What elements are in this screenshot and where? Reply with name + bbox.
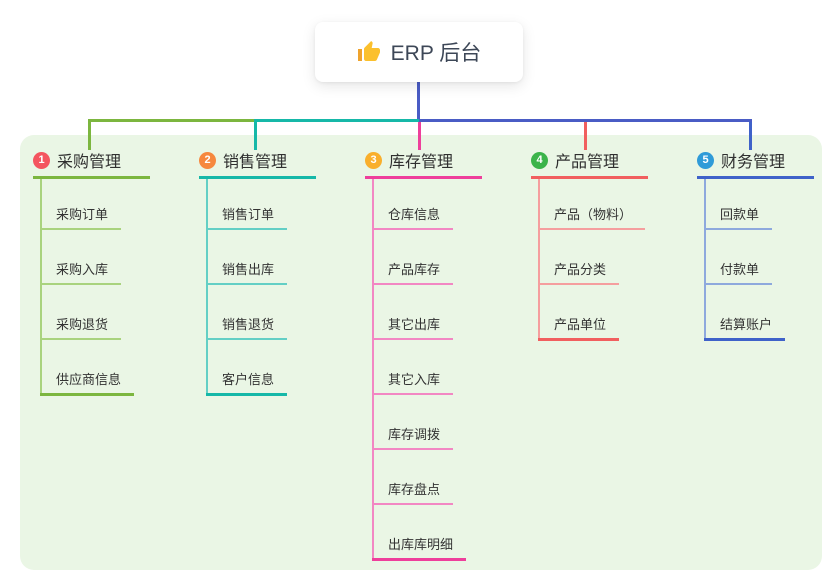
- child-node-label: 产品单位: [554, 317, 607, 332]
- branch-child-spine: [372, 178, 374, 561]
- child-node[interactable]: 采购入库: [40, 262, 122, 285]
- branch-title: 库存管理: [389, 154, 454, 171]
- child-node-label: 采购订单: [56, 207, 109, 222]
- child-node-label: 供应商信息: [56, 372, 122, 387]
- child-node-label: 付款单: [720, 262, 760, 277]
- child-node[interactable]: 产品（物料）: [538, 207, 646, 230]
- child-node[interactable]: 销售退货: [206, 317, 288, 340]
- branch-node-2[interactable]: 2 销售管理: [199, 149, 316, 179]
- child-node-label: 销售订单: [222, 207, 275, 222]
- branch-child-spine: [40, 178, 42, 396]
- child-node-label: 产品（物料）: [554, 207, 633, 222]
- bus-segment-teal: [254, 119, 419, 122]
- thumbs-up-icon: [357, 40, 381, 64]
- branch-badge: 5: [697, 151, 714, 169]
- branch-node-5[interactable]: 5 财务管理: [697, 149, 814, 179]
- child-node[interactable]: 销售出库: [206, 262, 288, 285]
- child-node[interactable]: 客户信息: [206, 372, 288, 396]
- branch-child-spine: [704, 178, 706, 341]
- branch-badge: 3: [365, 151, 382, 169]
- child-node-label: 仓库信息: [388, 207, 441, 222]
- branch-child-spine: [206, 178, 208, 396]
- child-node[interactable]: 仓库信息: [372, 207, 454, 230]
- child-node[interactable]: 其它出库: [372, 317, 454, 340]
- branch-title: 产品管理: [555, 154, 620, 171]
- child-node-label: 出库库明细: [388, 537, 454, 552]
- branch-drop-line-4: [583, 119, 587, 150]
- child-node-label: 产品库存: [388, 262, 441, 277]
- branches-background-panel: [20, 135, 822, 570]
- branch-drop-line-1: [88, 119, 91, 150]
- child-node[interactable]: 付款单: [704, 262, 773, 285]
- branch-drop-line-3: [417, 119, 421, 150]
- branch-drop-line-2: [254, 119, 257, 150]
- child-node[interactable]: 结算账户: [704, 317, 786, 341]
- child-node[interactable]: 采购退货: [40, 317, 122, 340]
- child-node-label: 其它入库: [388, 372, 441, 387]
- root-node-erp[interactable]: ERP 后台: [315, 22, 523, 82]
- child-node[interactable]: 产品单位: [538, 317, 620, 341]
- child-node[interactable]: 出库库明细: [372, 537, 467, 561]
- branch-child-spine: [538, 178, 540, 341]
- bus-segment-green: [88, 119, 254, 122]
- child-node-label: 产品分类: [554, 262, 607, 277]
- child-node-label: 采购退货: [56, 317, 109, 332]
- branch-node-4[interactable]: 4 产品管理: [531, 149, 648, 179]
- branch-badge: 4: [531, 151, 548, 169]
- branch-title: 采购管理: [57, 154, 122, 171]
- child-node[interactable]: 供应商信息: [40, 372, 135, 396]
- root-connector-line: [417, 82, 420, 122]
- child-node-label: 销售退货: [222, 317, 275, 332]
- child-node-label: 回款单: [720, 207, 760, 222]
- child-node-label: 库存盘点: [388, 482, 441, 497]
- child-node[interactable]: 其它入库: [372, 372, 454, 395]
- child-node-label: 其它出库: [388, 317, 441, 332]
- child-node[interactable]: 采购订单: [40, 207, 122, 230]
- branch-title: 销售管理: [223, 154, 288, 171]
- child-node-label: 结算账户: [720, 317, 773, 332]
- child-node-label: 库存调拨: [388, 427, 441, 442]
- child-node[interactable]: 回款单: [704, 207, 773, 230]
- child-node-label: 采购入库: [56, 262, 109, 277]
- child-node-label: 销售出库: [222, 262, 275, 277]
- bus-segment-blue: [419, 119, 752, 122]
- branch-badge: 2: [199, 151, 216, 169]
- child-node[interactable]: 库存调拨: [372, 427, 454, 450]
- child-node[interactable]: 产品分类: [538, 262, 620, 285]
- branch-node-1[interactable]: 1 采购管理: [33, 149, 150, 179]
- child-node[interactable]: 库存盘点: [372, 482, 454, 505]
- branch-badge: 1: [33, 151, 50, 169]
- child-node-label: 客户信息: [222, 372, 275, 387]
- branch-drop-line-5: [749, 119, 752, 150]
- root-node-label: ERP 后台: [390, 42, 482, 65]
- child-node[interactable]: 产品库存: [372, 262, 454, 285]
- branch-title: 财务管理: [721, 154, 786, 171]
- branch-node-3[interactable]: 3 库存管理: [365, 149, 482, 179]
- child-node[interactable]: 销售订单: [206, 207, 288, 230]
